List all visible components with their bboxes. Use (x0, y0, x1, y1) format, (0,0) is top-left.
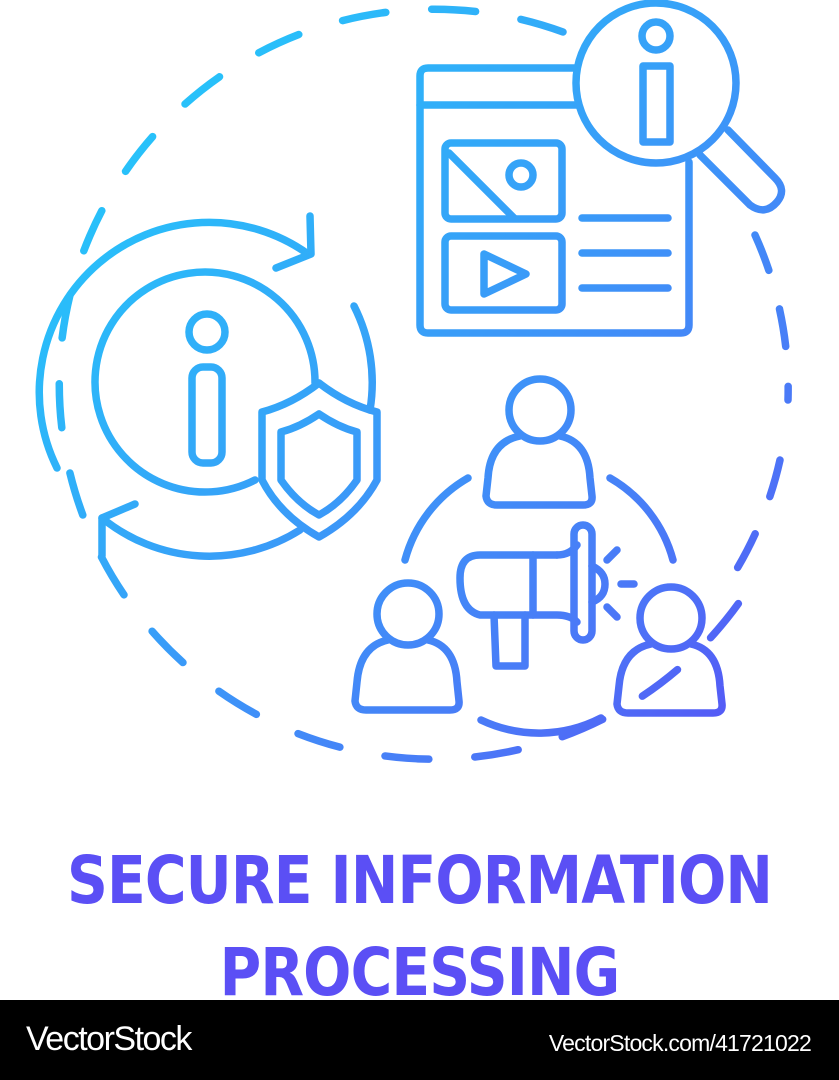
video-play-icon (441, 232, 566, 314)
watermark-footer: VectorStock VectorStock.com/41721022 (0, 1000, 839, 1080)
title-line-2: PROCESSING (219, 934, 621, 1011)
user-right (613, 583, 726, 717)
megaphone-icon (456, 521, 638, 670)
title-line-1: SECURE INFORMATION (66, 842, 773, 919)
info-icon (91, 268, 319, 496)
image-icon (441, 139, 566, 223)
refresh-arrows-icon (35, 212, 376, 560)
concept-illustration (35, 0, 792, 763)
user-top (482, 375, 596, 509)
user-left (351, 579, 463, 714)
dashed-circle-frame (55, 5, 792, 763)
footer-image-id: VectorStock.com/41721022 (548, 1030, 812, 1056)
text-lines-icon (578, 214, 672, 292)
shield-icon (258, 379, 381, 541)
users-group-icon (351, 375, 726, 737)
magnifier-info-icon (572, 0, 786, 214)
web-page-icon (416, 64, 693, 337)
footer-brand-logo: VectorStock (26, 1020, 192, 1058)
